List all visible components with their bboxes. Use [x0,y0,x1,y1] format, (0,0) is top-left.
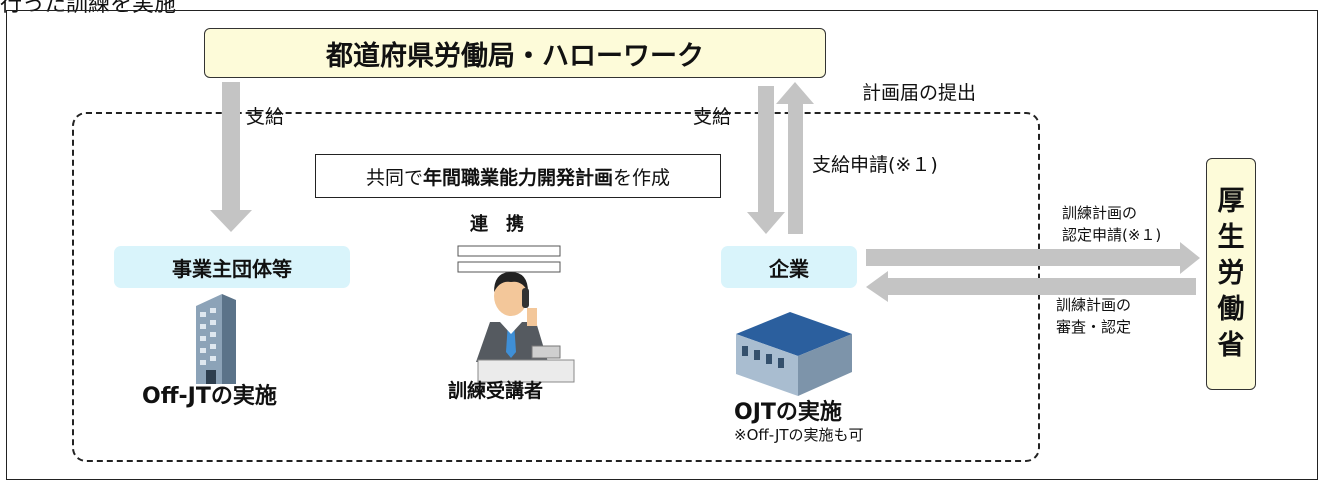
ministry-char: 働 [1217,294,1245,325]
plan-text-pre: 共同で [365,166,423,189]
review-label: 訓練計画の 審査・認定 [1056,294,1131,338]
review-line2: 審査・認定 [1056,318,1132,336]
office-building-icon [196,294,236,384]
annual-plan-box: 共同で年間職業能力開発計画を作成 [315,154,721,198]
diagram-graphics [196,82,1200,396]
company-building-icon [736,312,852,396]
cert-request-line2: 認定申請(※１) [1062,226,1162,244]
ministry-char: 厚 [1217,186,1245,217]
labour-office-box: 都道府県労働局・ハローワーク [204,28,826,78]
trainee-label: 訓練受講者 [448,380,544,402]
trainee-phone-icon [476,272,575,383]
cooperation-label: 連 携 [470,214,524,235]
payment-label-left: 支給 [246,106,285,128]
plan-text-bold: 年間職業能力開発計画 [422,166,613,189]
ministry-box: 厚 生 労 働 省 [1206,158,1256,390]
header-partial-text: 行った訓練を実施 [0,0,177,17]
review-line1: 訓練計画の [1056,296,1132,314]
payment-label-right: 支給 [693,106,732,128]
plan-submit-label: 計画届の提出 [862,82,977,104]
cooperation-bar-top [457,245,561,257]
payment-arrow-left [210,82,252,232]
request-arrow-up [776,82,814,234]
ministry-char: 省 [1217,330,1245,361]
business-org-pill: 事業主団体等 [114,246,350,288]
offjt-caption: Off-JTの実施 [142,384,277,409]
payment-request-label: 支給申請(※１) [812,154,938,176]
company-pill: 企業 [721,246,857,288]
offjt-note: ※Off-JTの実施も可 [734,426,864,444]
review-arrow [866,271,1196,302]
ojt-caption: OJTの実施 [734,400,842,425]
ministry-char: 生 [1217,222,1245,253]
plan-text-post: を作成 [613,166,671,189]
cert-request-line1: 訓練計画の [1062,204,1138,222]
payment-arrow-right [747,86,785,234]
cert-request-label: 訓練計画の 認定申請(※１) [1062,202,1161,246]
cert-request-arrow [866,242,1200,274]
cooperation-bar-bottom [457,261,561,273]
ministry-char: 労 [1217,258,1245,289]
